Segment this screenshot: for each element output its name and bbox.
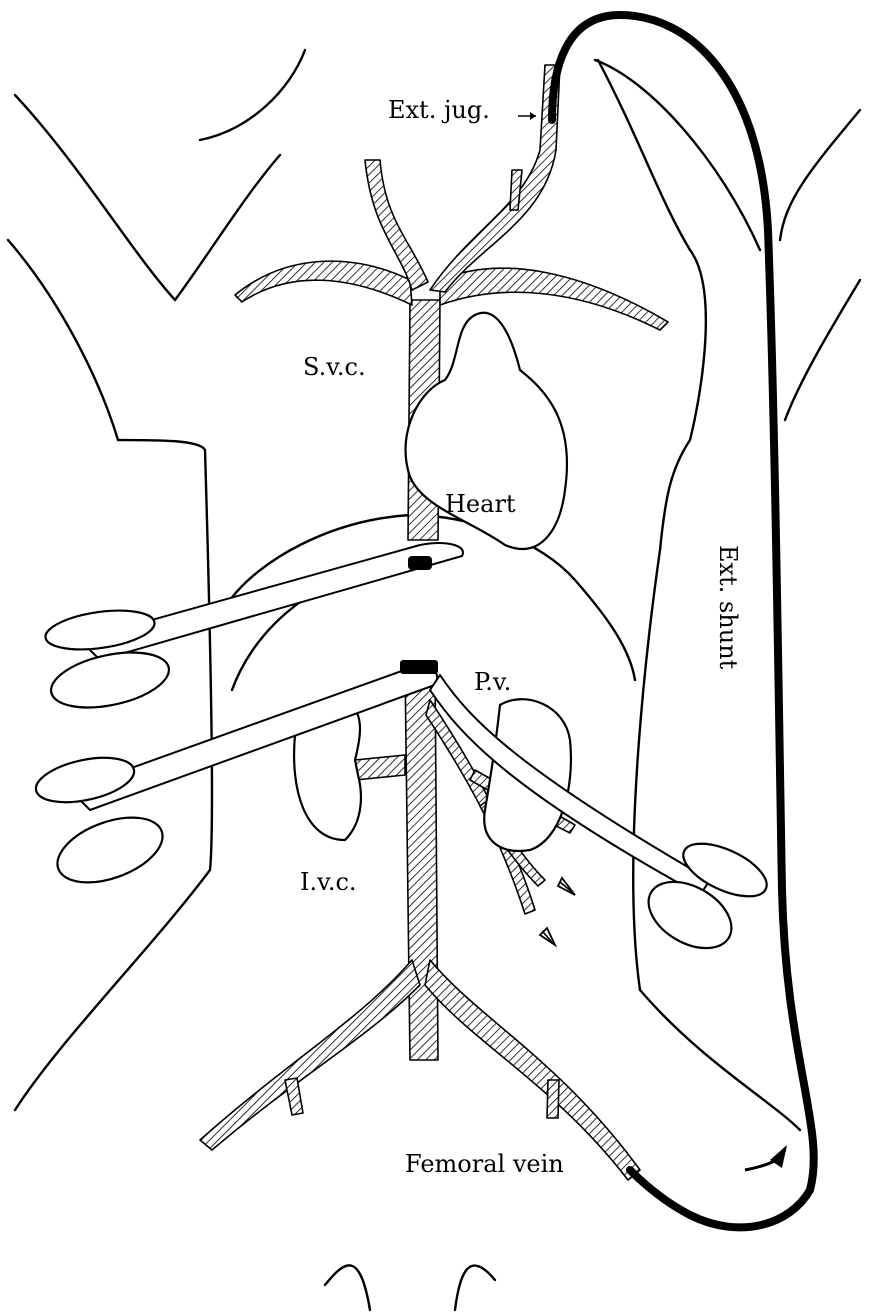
label-svc: S.v.c. <box>303 353 366 381</box>
label-pv: P.v. <box>474 668 511 696</box>
flow-arrows <box>540 878 575 945</box>
left-renal-vein <box>355 755 405 780</box>
right-femoral-branch <box>547 1080 559 1118</box>
venous-system <box>200 65 668 1180</box>
label-ivc: I.v.c. <box>300 868 357 896</box>
external-shunt <box>552 15 814 1227</box>
label-heart: Heart <box>445 490 516 518</box>
left-subclavian <box>235 261 412 305</box>
right-iliac <box>425 960 640 1180</box>
left-iliac <box>200 960 420 1150</box>
label-ext-shunt: Ext. shunt <box>714 545 742 670</box>
pv-clamp <box>430 675 774 962</box>
label-ext-jug: Ext. jug. <box>388 96 490 124</box>
label-femoral-vein: Femoral vein <box>405 1150 564 1178</box>
ext-jug-pointer-head <box>530 112 536 120</box>
left-femoral-branch <box>285 1078 303 1115</box>
